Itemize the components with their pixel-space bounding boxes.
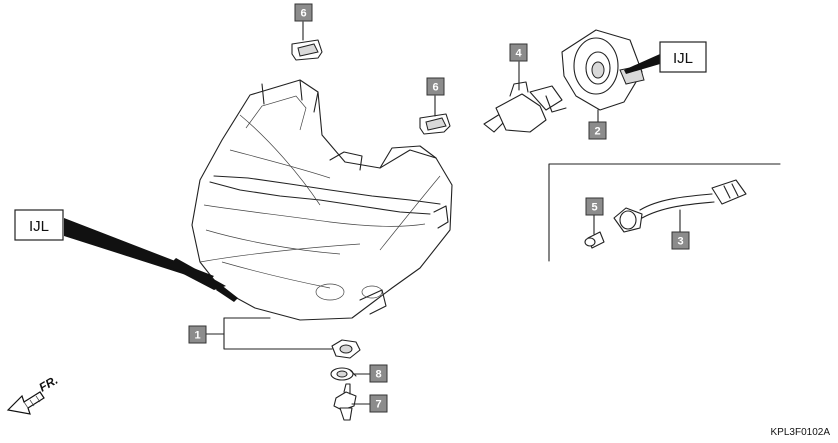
callout-8: 8 <box>369 364 388 383</box>
callout-1: 1 <box>188 325 207 344</box>
rubber-cap-mid <box>419 113 451 135</box>
front-arrow-icon <box>6 391 45 415</box>
ijl-text-left: IJL <box>29 218 49 235</box>
adjuster-screw <box>333 383 357 421</box>
headlight-housing <box>191 79 453 321</box>
callout-label: 7 <box>375 399 381 411</box>
callout-5: 5 <box>585 197 604 216</box>
callout-7: 7 <box>369 394 388 413</box>
callout-label: 5 <box>591 202 597 214</box>
diagram-reference-code: KPL3F0102A <box>771 427 831 438</box>
callout-label: 1 <box>194 330 200 342</box>
washer <box>330 367 357 381</box>
callout-label: 6 <box>300 8 306 20</box>
headlight-bulb <box>483 81 567 133</box>
dust-cover <box>561 29 645 111</box>
callout-2: 2 <box>588 121 607 140</box>
callout-label: 3 <box>677 236 683 248</box>
front-direction-indicator: FR. <box>6 373 60 415</box>
callout-label: 2 <box>594 126 600 138</box>
ijl-text-right: IJL <box>673 50 693 67</box>
position-bulb <box>584 231 605 249</box>
callout-3: 3 <box>671 231 690 250</box>
callout-label: 8 <box>375 369 381 381</box>
ijl-label-right: IJL <box>659 41 707 73</box>
callout-label: 6 <box>432 82 438 94</box>
callout-6-top: 6 <box>294 3 313 22</box>
ijl-label-left: IJL <box>14 209 64 241</box>
callout-4: 4 <box>509 43 528 62</box>
leader-lines <box>205 21 681 405</box>
callout-6-mid: 6 <box>426 77 445 96</box>
nut <box>331 339 361 359</box>
ijl-arrow-left <box>64 218 238 302</box>
rubber-cap-top <box>291 39 323 61</box>
callout-label: 4 <box>515 48 522 60</box>
socket-harness <box>548 163 781 262</box>
ijl-arrow-right <box>624 54 660 74</box>
